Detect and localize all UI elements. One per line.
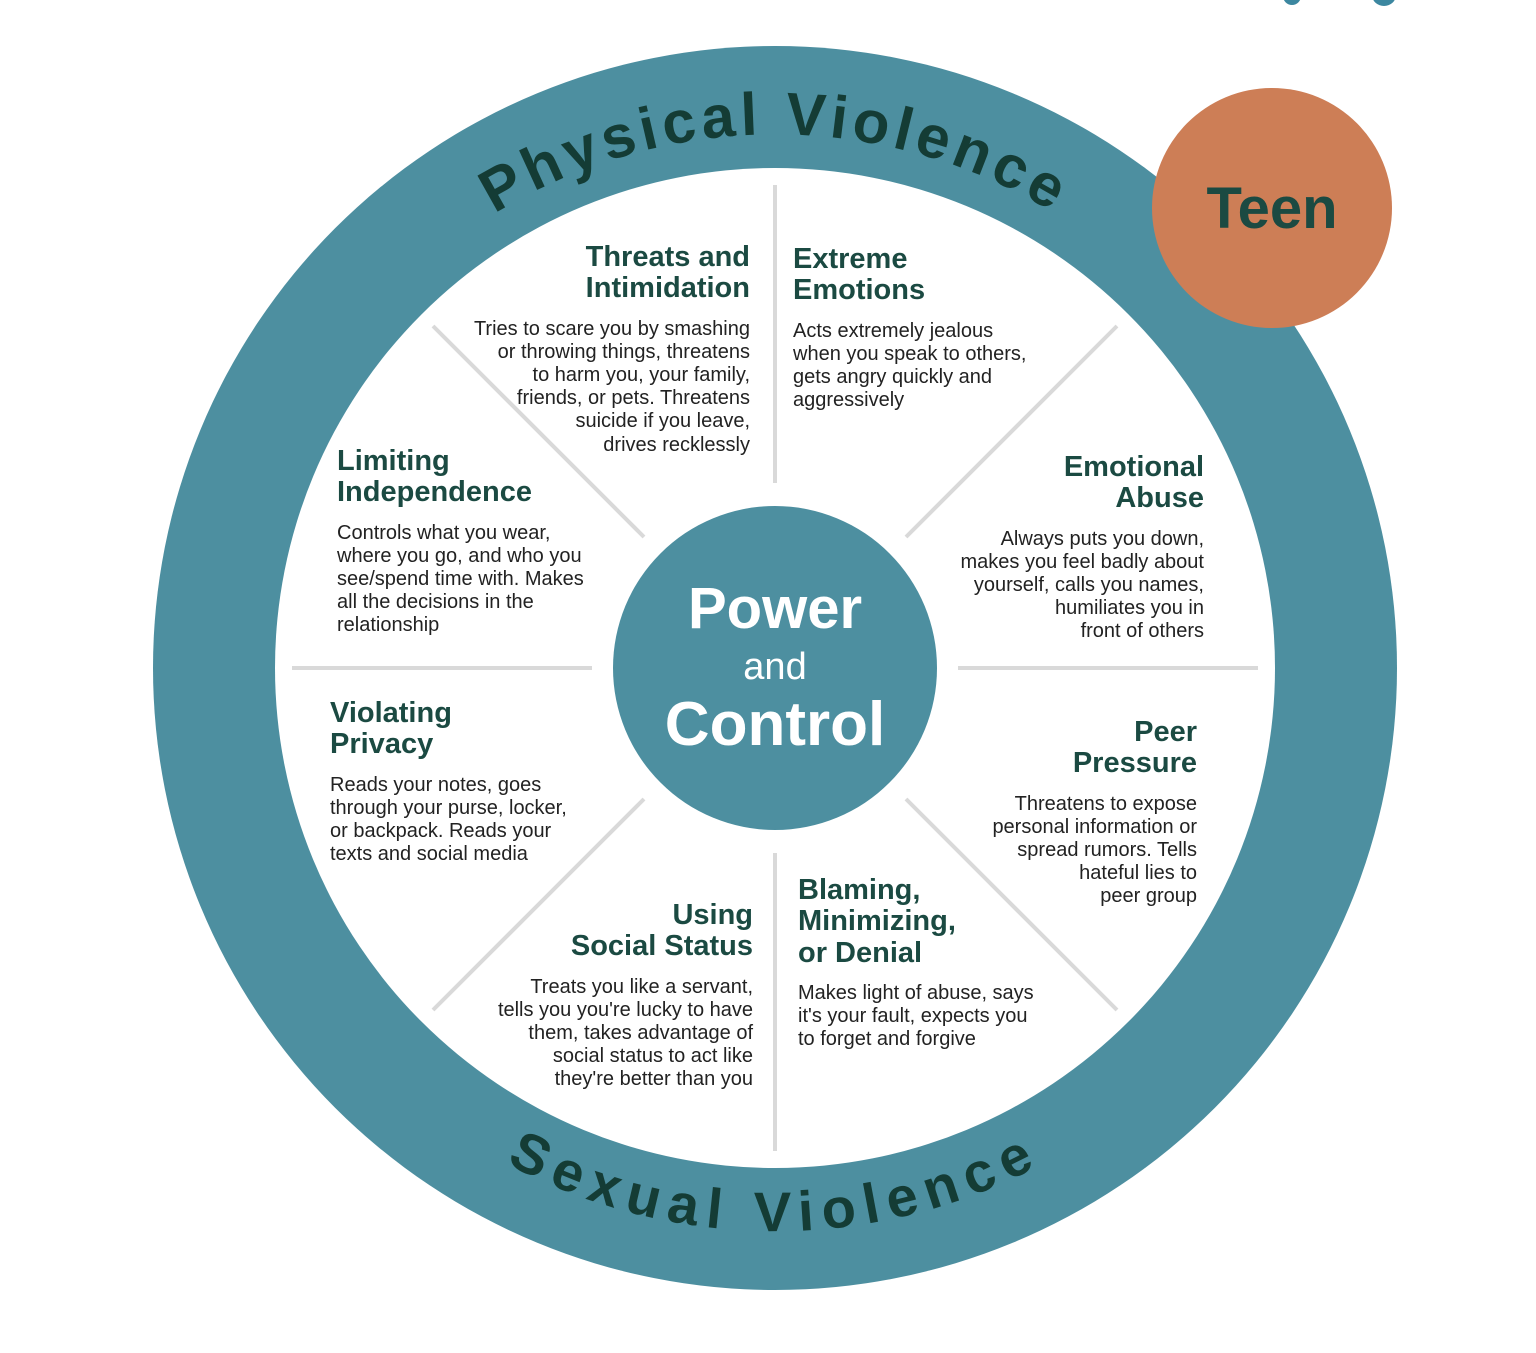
segment-title: Emotional Abuse — [1063, 451, 1204, 515]
segment-using-social-status: Using Social Status Treats you like a se… — [423, 899, 753, 1092]
segment-title: Threats and Intimidation — [585, 241, 750, 305]
segment-title: Peer Pressure — [1072, 716, 1197, 780]
segment-description: Reads your notes, goes through your purs… — [330, 773, 567, 866]
logo-letter-fragment-icon — [1283, 0, 1301, 5]
segment-limiting-independence: Limiting Independence Controls what you … — [337, 445, 637, 638]
segment-violating-privacy: Violating Privacy Reads your notes, goes… — [330, 697, 630, 866]
segment-description: Threatens to expose personal information… — [992, 792, 1197, 908]
logo-letter-fragment-icon — [1373, 0, 1395, 6]
segment-dividers — [292, 185, 1258, 1151]
center-label-power: Power — [687, 576, 863, 641]
divider-line-upper-left — [431, 324, 646, 539]
segment-peer-pressure: Peer Pressure Threatens to expose person… — [917, 716, 1197, 909]
segment-emotional-abuse: Emotional Abuse Always puts you down, ma… — [904, 451, 1205, 644]
center-label-control: Control — [664, 690, 886, 759]
teen-badge: Teen — [1152, 88, 1392, 328]
segment-description: Controls what you wear, where you go, an… — [337, 521, 584, 637]
segment-description: Acts extremely jealous when you speak to… — [793, 319, 1027, 412]
teen-badge-label: Teen — [1206, 175, 1338, 241]
segment-threats-intimidation: Threats and Intimidation Tries to scare … — [410, 241, 750, 457]
divider-line-upper-right — [904, 324, 1119, 539]
segment-description: Always puts you down, makes you feel bad… — [960, 527, 1205, 643]
divider-line-lower-right — [904, 797, 1119, 1012]
segment-title: Extreme Emotions — [793, 243, 926, 307]
segment-title: Using Social Status — [570, 899, 753, 963]
segment-description: Tries to scare you by smashing or throwi… — [473, 317, 750, 456]
segment-blaming-minimizing-denial: Blaming, Minimizing, or Denial Makes lig… — [798, 874, 1098, 1052]
power-and-control-center: Power and Control — [613, 506, 937, 830]
divider-line-lower-left — [431, 797, 646, 1012]
center-label-and: and — [743, 646, 807, 688]
segment-title: Violating Privacy — [330, 697, 452, 761]
cropped-logo-fragment — [1283, 0, 1395, 6]
segment-title: Blaming, Minimizing, or Denial — [798, 874, 956, 969]
segment-title: Limiting Independence — [337, 445, 532, 509]
segment-description: Treats you like a servant, tells you you… — [497, 975, 753, 1091]
segment-description: Makes light of abuse, says it's your fau… — [798, 981, 1034, 1051]
segment-extreme-emotions: Extreme Emotions Acts extremely jealous … — [793, 243, 1093, 412]
